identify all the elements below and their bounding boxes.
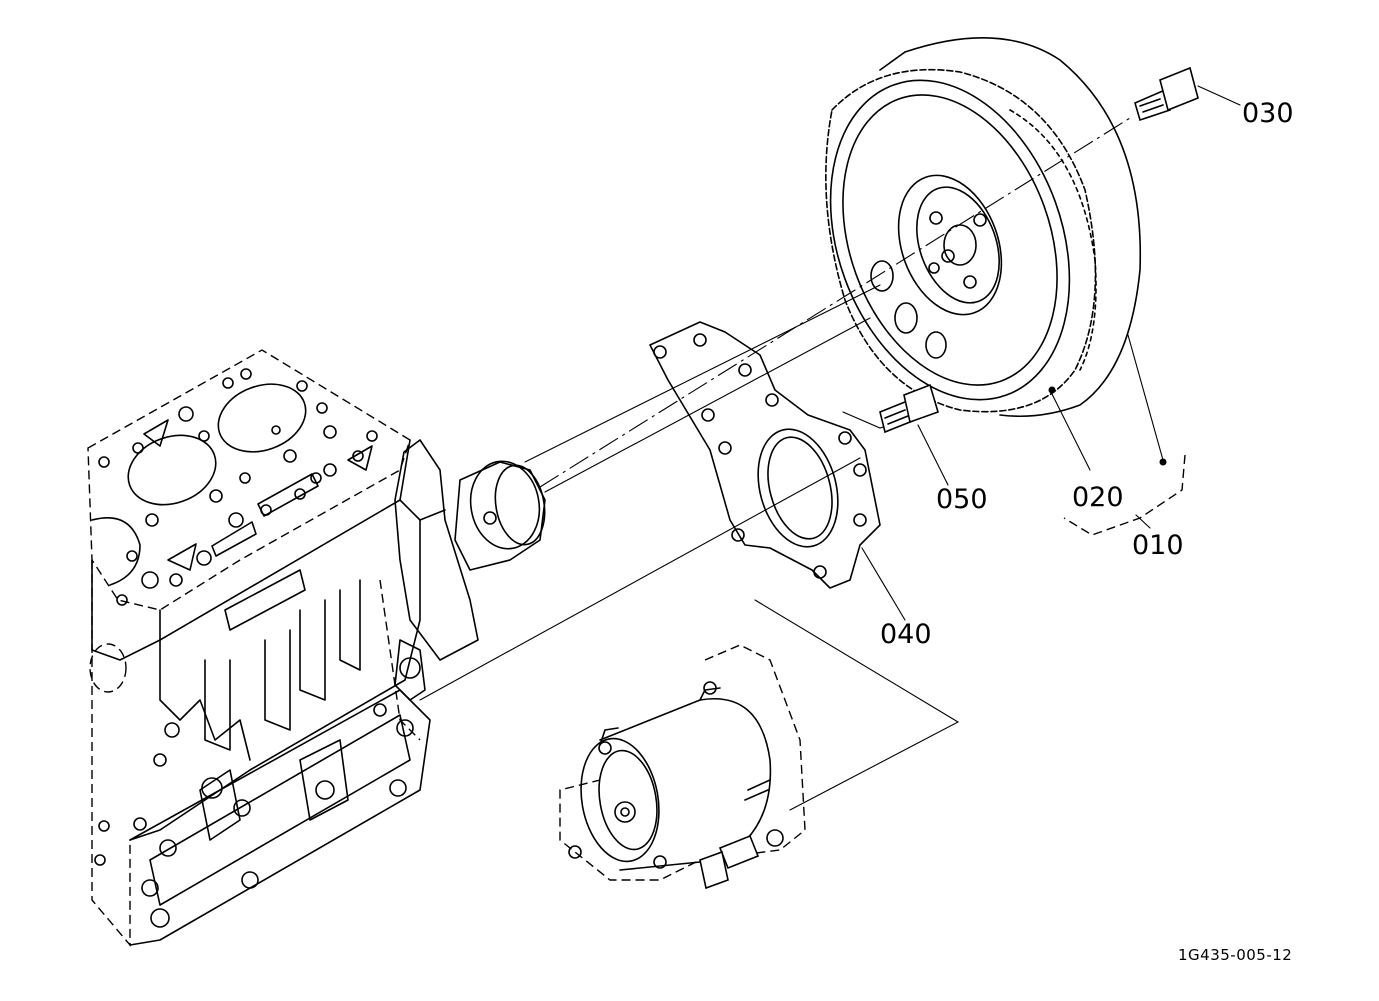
deck-holes: [98, 368, 378, 606]
pan-bolt-holes: [94, 703, 414, 928]
plate-bolt: [879, 383, 949, 486]
flywheel-bolt: [1134, 66, 1241, 122]
callout-010: 010: [1132, 530, 1184, 561]
callout-050: 050: [936, 484, 988, 515]
end-plate: [649, 321, 906, 621]
callout-020: 020: [1072, 482, 1124, 513]
callout-030: 030: [1242, 98, 1294, 129]
starter-motor: [559, 644, 806, 890]
engine-block: [87, 349, 546, 947]
assembly-center-lines: [419, 117, 1131, 811]
callout-040: 040: [880, 619, 932, 650]
flywheel-assembly: [825, 36, 1186, 536]
drawing-number: 1G435-005-12: [1178, 946, 1292, 964]
end-plate-holes: [653, 333, 867, 579]
